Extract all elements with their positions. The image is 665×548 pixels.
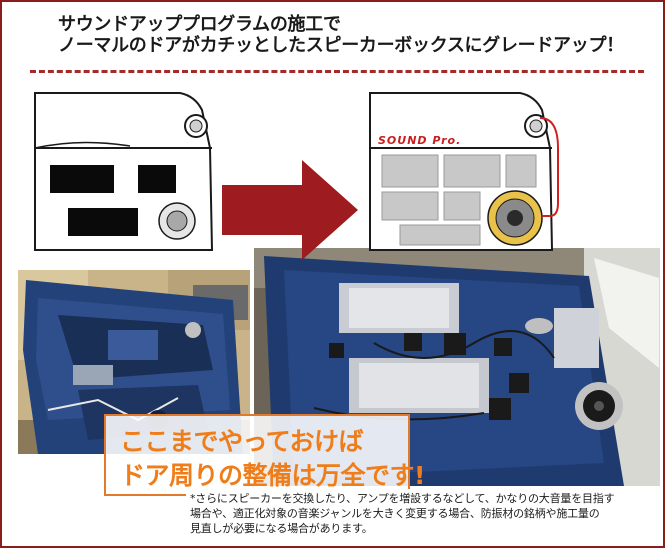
footnote-line-1: *さらにスピーカーを交換したり、アンプを増設するなどして、かなりの大音量を目指す [190, 492, 615, 505]
callout-box: ここまでやっておけば ドア周りの整備は万全です! [104, 414, 425, 496]
footnote: *さらにスピーカーを交換したり、アンプを増設するなどして、かなりの大音量を目指す… [186, 489, 660, 541]
headline-line-1: サウンドアッププログラムの施工で [58, 14, 341, 35]
footnote-line-2: 場合や、適正化対象の音楽ジャンルを大きく変更する場合、防振材の銘柄や施工量の [190, 507, 600, 520]
footnote-line-3: 見直しが必要になる場合があります。 [190, 522, 373, 535]
callout-line-2: ドア周りの整備は万全です! [120, 461, 425, 490]
headline-line-2: ノーマルのドアがカチッとしたスピーカーボックスにグレードアップ！ [58, 35, 624, 56]
upgrade-arrow [222, 160, 362, 260]
headline: サウンドアッププログラムの施工で ノーマルのドアがカチッとしたスピーカーボックス… [58, 14, 658, 56]
diagram-soundpro-door: SOUND Pro. [360, 88, 575, 258]
callout-line-1: ここまでやっておけば [120, 427, 364, 456]
sound-pro-logo: SOUND Pro. [378, 134, 462, 147]
dashed-divider [30, 70, 644, 73]
diagram-normal-door [30, 88, 220, 258]
